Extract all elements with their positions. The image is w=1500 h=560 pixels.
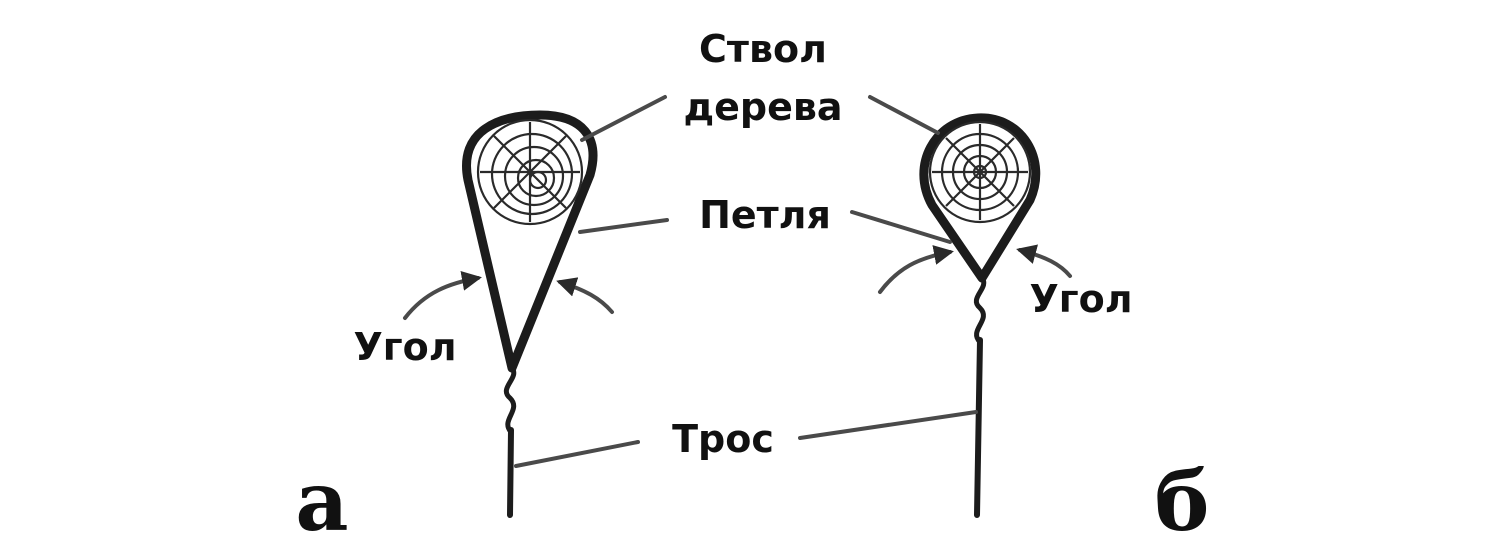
panel-b-angle-arrow-left [878,245,954,294]
panel-a-angle-arrow-left [403,270,482,320]
panel-b-cable [974,337,983,518]
leader-loop-b [850,210,952,244]
leader-cable-b [798,410,978,440]
panel-b-knot [973,275,987,345]
label-trunk-line1: Ствол [699,27,827,71]
panel-a-cable [507,427,514,518]
panel-a-angle-arrow-right [556,277,614,314]
panel-b-figure [878,113,1072,518]
leader-loop-a [578,218,669,234]
leader-cable-a [514,440,640,468]
panel-a-loop [462,110,598,373]
label-trunk-line2: дерева [683,85,842,129]
panel-b-trunk-section [928,120,1032,224]
leader-trunk-a [580,95,667,142]
panel-b-angle-arrow-right [1016,244,1072,278]
panel-b-loop [919,113,1041,283]
panel-label-a: а [295,454,348,550]
label-cable: Трос [672,417,774,461]
label-loop: Петля [699,193,831,237]
leader-trunk-b [868,95,940,135]
panel-a-knot [503,365,517,435]
panel-a-figure [403,110,614,518]
label-angle-right: Угол [1029,277,1132,321]
panel-label-b: б [1155,454,1210,550]
panel-a-trunk-section [476,118,584,226]
label-angle-left: Угол [353,325,456,369]
